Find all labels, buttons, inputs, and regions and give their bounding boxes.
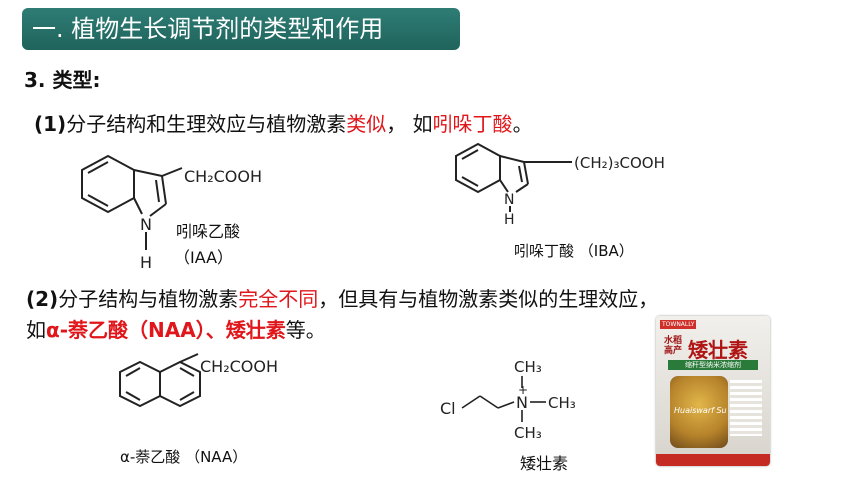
ccc-name: 矮壮素 <box>520 454 569 473</box>
package-en: Huaiswarf Su <box>674 406 727 415</box>
naa-structure: CH₂COOH <box>119 353 278 408</box>
ccc-ch3-right: CH₃ <box>548 394 576 412</box>
item2-highlight: 完全不同 <box>238 287 319 311</box>
item2-line2: 如α-萘乙酸（NAA）、矮壮素等。 <box>26 314 326 343</box>
item2-line1: (2)分子结构与植物激素完全不同，但具有与植物激素类似的生理效应， <box>26 283 658 312</box>
item1-prefix: (1) <box>34 112 67 136</box>
item1-text: (1)分子结构和生理效应与植物激素类似， 如吲哚丁酸。 <box>34 108 533 137</box>
ccc-cl: Cl <box>440 399 456 418</box>
ccc-ch3-bottom: CH₃ <box>514 424 542 442</box>
iaa-abbr: （IAA） <box>174 248 234 267</box>
iba-atom-n: N <box>504 192 514 208</box>
rice-ear-image <box>670 376 728 448</box>
item1-text-c: 。 <box>512 112 533 136</box>
item1-text-b: ， 如 <box>386 112 433 136</box>
section-title-bar: 一. 植物生长调节剂的类型和作用 <box>22 8 460 50</box>
iba-formula: (CH₂)₃COOH <box>574 154 665 172</box>
section-label: 3. 类型: <box>24 68 101 92</box>
iba-atom-h: H <box>504 212 515 228</box>
ccc-structure: Cl N + CH₃ CH₃ CH₃ <box>440 358 576 442</box>
iaa-formula: CH₂COOH <box>184 167 262 186</box>
package-brand: TOWNALLY <box>660 320 697 329</box>
item1-example: 吲哚丁酸 <box>432 112 513 136</box>
package-banner: 缩秆型纳米浓缩剂 <box>668 360 758 370</box>
item2-example: α-萘乙酸（NAA）、矮壮素 <box>46 318 286 342</box>
naa-formula: CH₂COOH <box>200 357 278 376</box>
item1-text-a: 分子结构和生理效应与植物激素 <box>66 112 347 136</box>
iba-structure: (CH₂)₃COOH N H <box>455 142 665 228</box>
package-label-text <box>730 380 762 436</box>
naa-name: α-萘乙酸 （NAA） <box>120 448 248 466</box>
package-subtitle: 水稻 高产 <box>664 336 682 356</box>
package-footer <box>656 454 770 466</box>
item2-prefix: (2) <box>26 287 59 311</box>
iaa-atom-n: N <box>140 215 152 234</box>
product-package-image: TOWNALLY 水稻 高产 矮壮素 缩秆型纳米浓缩剂 Huaiswarf Su <box>656 316 770 466</box>
package-product: 矮壮素 <box>688 338 748 362</box>
page-title: 一. 植物生长调节剂的类型和作用 <box>32 15 384 43</box>
ccc-ch3-top: CH₃ <box>514 358 542 376</box>
iaa-atom-h: H <box>140 253 152 272</box>
item2-text-b: ，但具有与植物激素类似的生理效应， <box>318 287 659 311</box>
item2-text-a: 分子结构与植物激素 <box>58 287 239 311</box>
iaa-structure: CH₂COOH N H <box>81 154 262 272</box>
iaa-name: 吲哚乙酸 <box>176 222 241 241</box>
ccc-plus: + <box>518 383 528 397</box>
package-line2: 高产 <box>664 346 683 356</box>
item1-highlight: 类似 <box>346 112 387 136</box>
item2-line2-a: 如 <box>26 318 46 342</box>
ccc-n: N <box>516 393 528 412</box>
package-line1: 水稻 <box>664 336 683 346</box>
iba-name: 吲哚丁酸 （IBA） <box>514 242 634 260</box>
item2-line2-b: 等。 <box>285 318 326 342</box>
